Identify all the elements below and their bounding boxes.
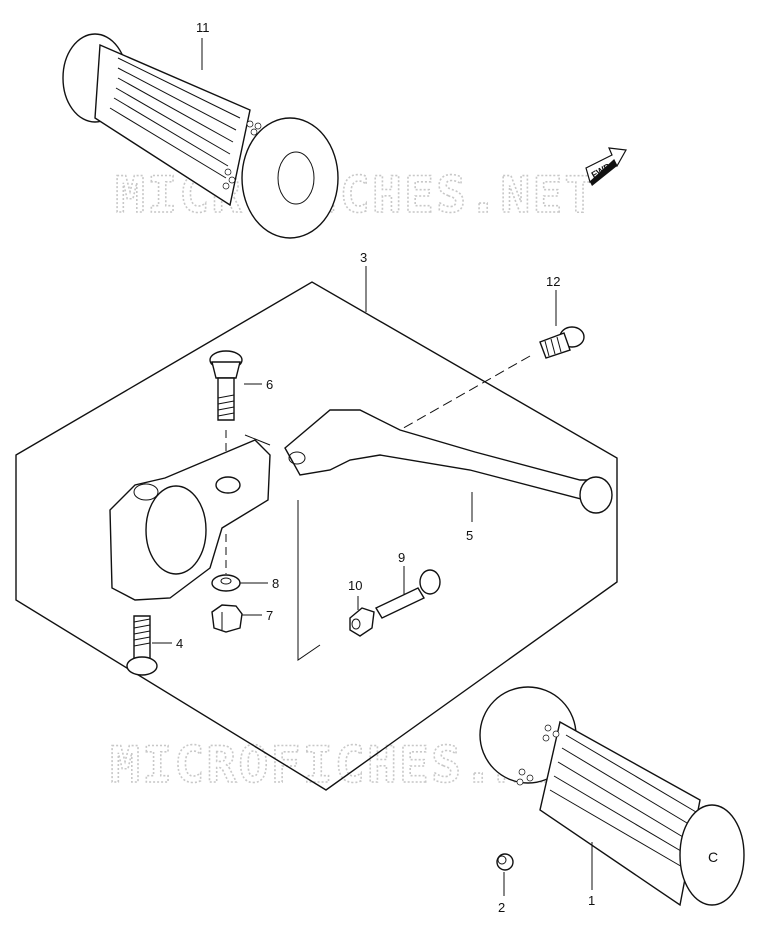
label-5: 5 — [466, 528, 473, 543]
assembly-outline — [15, 281, 618, 791]
label-10: 10 — [348, 578, 362, 593]
bolt-9 — [375, 569, 441, 619]
label-3: 3 — [360, 250, 367, 265]
nut-10 — [349, 607, 375, 637]
dash-12 — [399, 355, 531, 431]
svg-text:C: C — [708, 849, 718, 865]
grip-left — [62, 33, 339, 239]
bracket-9-10 — [297, 500, 321, 661]
washer-8 — [211, 574, 241, 592]
screw-12 — [539, 326, 585, 359]
lever-perch — [109, 434, 271, 601]
label-1: 1 — [588, 893, 595, 908]
label-2: 2 — [498, 900, 505, 915]
grip-right: C — [479, 686, 745, 907]
label-6: 6 — [266, 377, 273, 392]
fwd-arrow-icon: FWD — [585, 147, 627, 186]
label-11: 11 — [196, 20, 210, 35]
nut-7 — [211, 604, 243, 633]
cap-2 — [496, 853, 514, 871]
label-4: 4 — [176, 636, 183, 651]
bolt-6 — [209, 350, 243, 421]
bolt-4 — [126, 615, 158, 676]
label-12: 12 — [546, 274, 560, 289]
label-7: 7 — [266, 608, 273, 623]
brake-lever — [284, 409, 613, 514]
label-9: 9 — [398, 550, 405, 565]
label-8: 8 — [272, 576, 279, 591]
